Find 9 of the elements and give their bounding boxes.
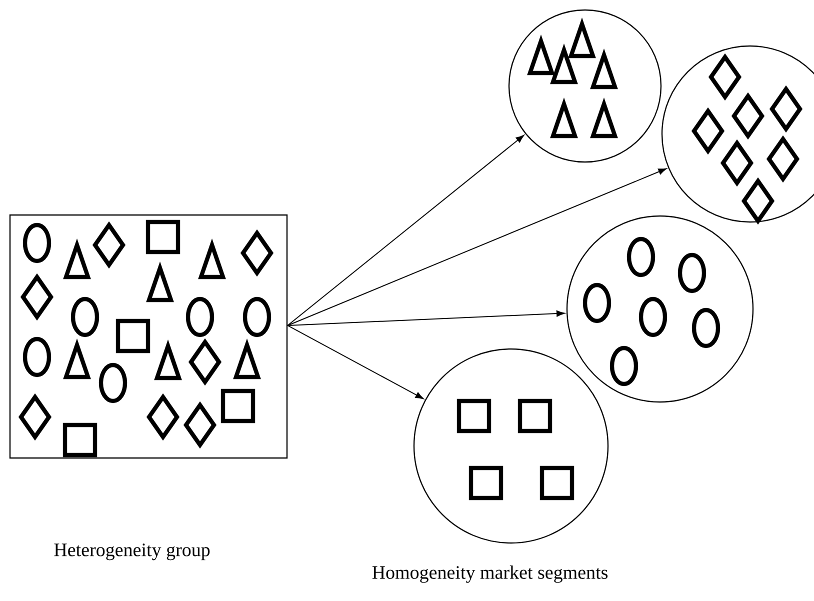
segment-circle xyxy=(508,9,662,163)
arrow xyxy=(287,134,524,326)
segment-circle xyxy=(413,348,609,544)
arrow xyxy=(287,310,565,326)
caption: Heterogeneity group xyxy=(54,544,210,560)
caption: Homogeneity market segments xyxy=(372,566,608,583)
segment-circle xyxy=(566,215,754,403)
arrow xyxy=(287,168,667,326)
arrow xyxy=(287,325,424,400)
